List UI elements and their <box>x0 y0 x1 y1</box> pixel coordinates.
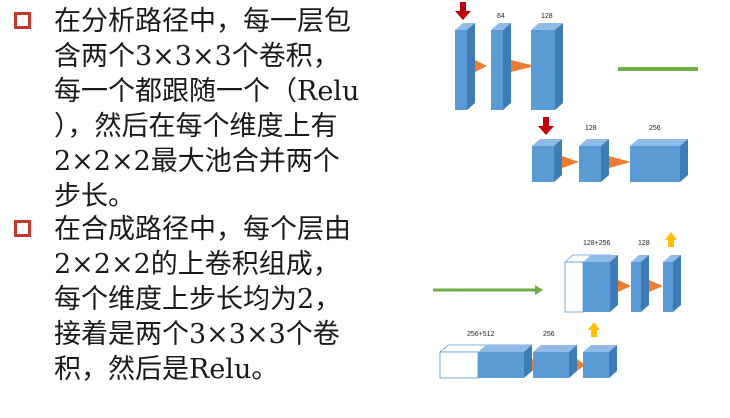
conv-arrow <box>649 280 663 292</box>
block-conv-256-up-2 <box>583 345 617 378</box>
bullet-line: 接着是两个3×3×3个卷 <box>54 319 340 350</box>
label-256: 256 <box>649 125 661 132</box>
bullet-line: 含两个3×3×3个卷积， <box>54 41 340 72</box>
block-conv-128-up-2 <box>663 255 681 312</box>
conv-arrow <box>511 60 535 72</box>
up-arrow-icon <box>588 322 600 337</box>
conv-arrow <box>475 60 487 72</box>
conv-arrow <box>562 156 579 168</box>
block-conv-64 <box>491 23 511 110</box>
label-256-up: 256 <box>543 331 555 338</box>
bullet-line: 步长。 <box>54 181 135 212</box>
label-128-up: 128 <box>638 240 650 247</box>
label-64: 64 <box>497 13 505 20</box>
checkbox-bullet-icon <box>14 220 31 237</box>
checkbox-bullet-icon <box>14 12 31 29</box>
conv-arrow <box>609 156 631 168</box>
bullet-line: 积，然后是Relu。 <box>54 354 279 385</box>
label-128: 128 <box>541 13 553 20</box>
block-conv-256-up <box>533 345 577 378</box>
conv-arrow <box>577 359 585 371</box>
block-conv-128-level2 <box>579 139 609 182</box>
bullet-line: 2×2×2的上卷积组成， <box>54 249 340 280</box>
block-concat-128-256 <box>563 254 618 313</box>
pool-arrow-icon <box>538 117 554 135</box>
block-pooled <box>532 139 562 182</box>
unet-3d-diagram: 64 128 128 256 <box>433 2 698 379</box>
label-256-plus-512: 256+512 <box>467 331 495 338</box>
up-arrow-icon <box>665 232 677 247</box>
bullet-line: 2×2×2最大池合并两个 <box>54 146 340 177</box>
bullet-line: ），然后在每个维度上有 <box>54 111 338 142</box>
block-conv-256 <box>630 139 688 182</box>
block-concat-256-512 <box>438 344 534 379</box>
bullet-line: 每个维度上步长均为2， <box>54 284 342 315</box>
bullet-line: 每一个都跟随一个（Relu <box>54 76 360 107</box>
skip-arrowhead <box>535 285 543 295</box>
label-128-plus-256: 128+256 <box>583 240 611 247</box>
block-conv-128 <box>531 23 563 110</box>
conv-arrow <box>618 280 631 292</box>
bullet-line: 在合成路径中，每个层由 <box>54 214 351 245</box>
block-conv-128-up <box>631 255 649 312</box>
bullet-text-synthesis: 在合成路径中，每个层由 2×2×2的上卷积组成， 每个维度上步长均为2， 接着是两个3… <box>54 212 414 387</box>
label-128-level2: 128 <box>585 125 597 132</box>
bullet-text-analysis: 在分析路径中，每一层包含两个3×3×3个卷积， 每一个都跟随一个（Relu ），然后… <box>54 4 414 214</box>
bullet-line: 在分析路径中，每一层包 <box>54 6 351 37</box>
pool-arrow-icon <box>455 2 471 20</box>
block-input <box>455 23 475 110</box>
